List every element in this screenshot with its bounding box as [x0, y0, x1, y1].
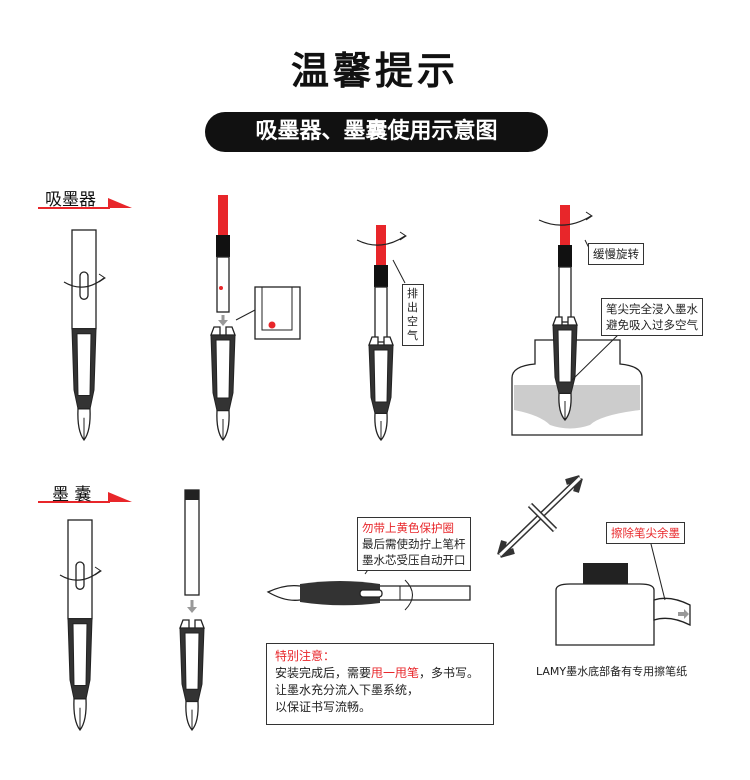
- rotate-arrow-4: [538, 215, 592, 226]
- converter-step4: [558, 205, 572, 323]
- note-wipe: 擦除笔尖余墨: [606, 522, 685, 544]
- pen-section-cartridge: [179, 619, 205, 731]
- converter-step2: [216, 195, 230, 313]
- down-arrow-icon: [218, 320, 228, 326]
- pen-cartridge-step1: [67, 519, 93, 732]
- magnifier-detail: [235, 286, 301, 340]
- special-line2: 让墨水充分流入下墨系统，: [275, 683, 420, 697]
- note-rotate-slowly: 缓慢旋转: [588, 243, 644, 265]
- note-special: 特别注意： 安装完成后，需要甩一甩笔，多书写。 让墨水充分流入下墨系统， 以保证…: [266, 643, 494, 725]
- note-expel-air: 排出空气: [402, 284, 424, 346]
- ink-cartridge: [184, 489, 200, 613]
- ink-bottle-step4: [511, 339, 643, 436]
- page-title: 温馨提示: [290, 49, 459, 93]
- pen-section-step4: [552, 316, 578, 421]
- subtitle-banner: 吸墨器、墨囊使用示意图: [205, 112, 548, 152]
- special-line1-c: ，多书写。: [419, 666, 480, 680]
- note-warning: 勿带上黄色保护圈 最后需使劲拧上笔杆 墨水芯受压自动开口: [357, 517, 471, 571]
- special-line3: 以保证书写流畅。: [275, 700, 372, 714]
- warning-line1: 勿带上黄色保护圈: [362, 521, 454, 535]
- special-line1-a: 安装完成后，需要: [275, 666, 372, 680]
- double-arrow: [497, 475, 583, 558]
- special-heading: 特别注意：: [275, 649, 336, 663]
- special-line1-b: 甩一甩笔: [371, 666, 420, 680]
- note-immerse-line1: 笔尖完全浸入墨水: [606, 302, 698, 316]
- section-label-cartridge: 墨 囊: [52, 485, 92, 505]
- right-arrow-icon: [678, 609, 689, 619]
- special-line1: 安装完成后，需要甩一甩笔，多书写。: [275, 665, 485, 682]
- note-immerse: 笔尖完全浸入墨水 避免吸入过多空气: [601, 298, 703, 336]
- warning-line2: 最后需使劲拧上笔杆: [362, 537, 466, 551]
- pen-horizontal: [266, 559, 471, 611]
- pen-section-step2: [210, 326, 236, 442]
- section-label-converter: 吸墨器: [45, 190, 96, 210]
- red-underline-arrow-2: [38, 492, 132, 503]
- note-immerse-line2: 避免吸入过多空气: [606, 318, 698, 332]
- pen-section-step3: [368, 336, 394, 441]
- rotate-arrow-3: [356, 235, 406, 246]
- red-underline-arrow-1: [38, 198, 132, 209]
- caption-wipe-paper: LAMY墨水底部备有专用擦笔纸: [536, 665, 688, 678]
- warning-line3: 墨水芯受压自动开口: [362, 553, 466, 567]
- converter-step3: [374, 225, 388, 343]
- ink-bottle-wipe: [555, 539, 691, 646]
- pen-converter-step1: [71, 229, 97, 442]
